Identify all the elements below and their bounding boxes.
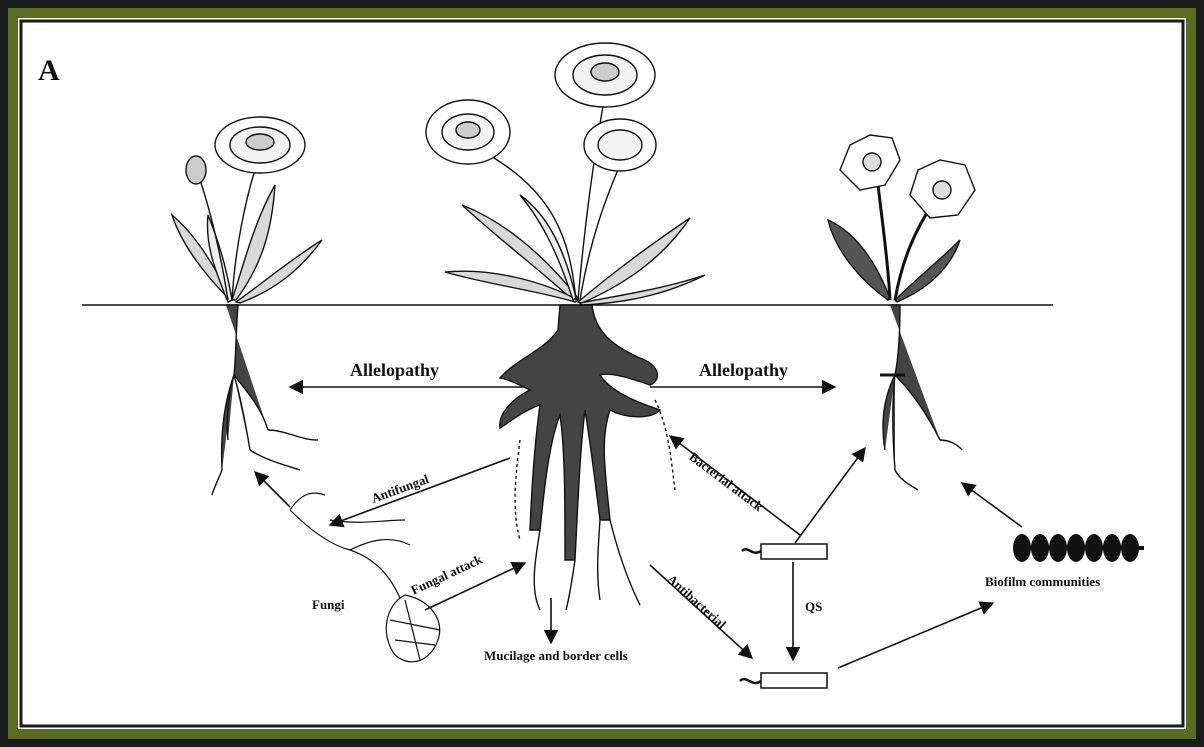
label-allelopathy-right: Allelopathy (699, 361, 788, 379)
label-biofilm: Biofilm communities (985, 575, 1100, 588)
label-allelopathy-left: Allelopathy (350, 361, 439, 379)
label-qs: QS (805, 600, 822, 613)
panel-label: A (38, 56, 60, 86)
label-mucilage: Mucilage and border cells (484, 649, 628, 662)
label-fungi: Fungi (312, 598, 345, 611)
